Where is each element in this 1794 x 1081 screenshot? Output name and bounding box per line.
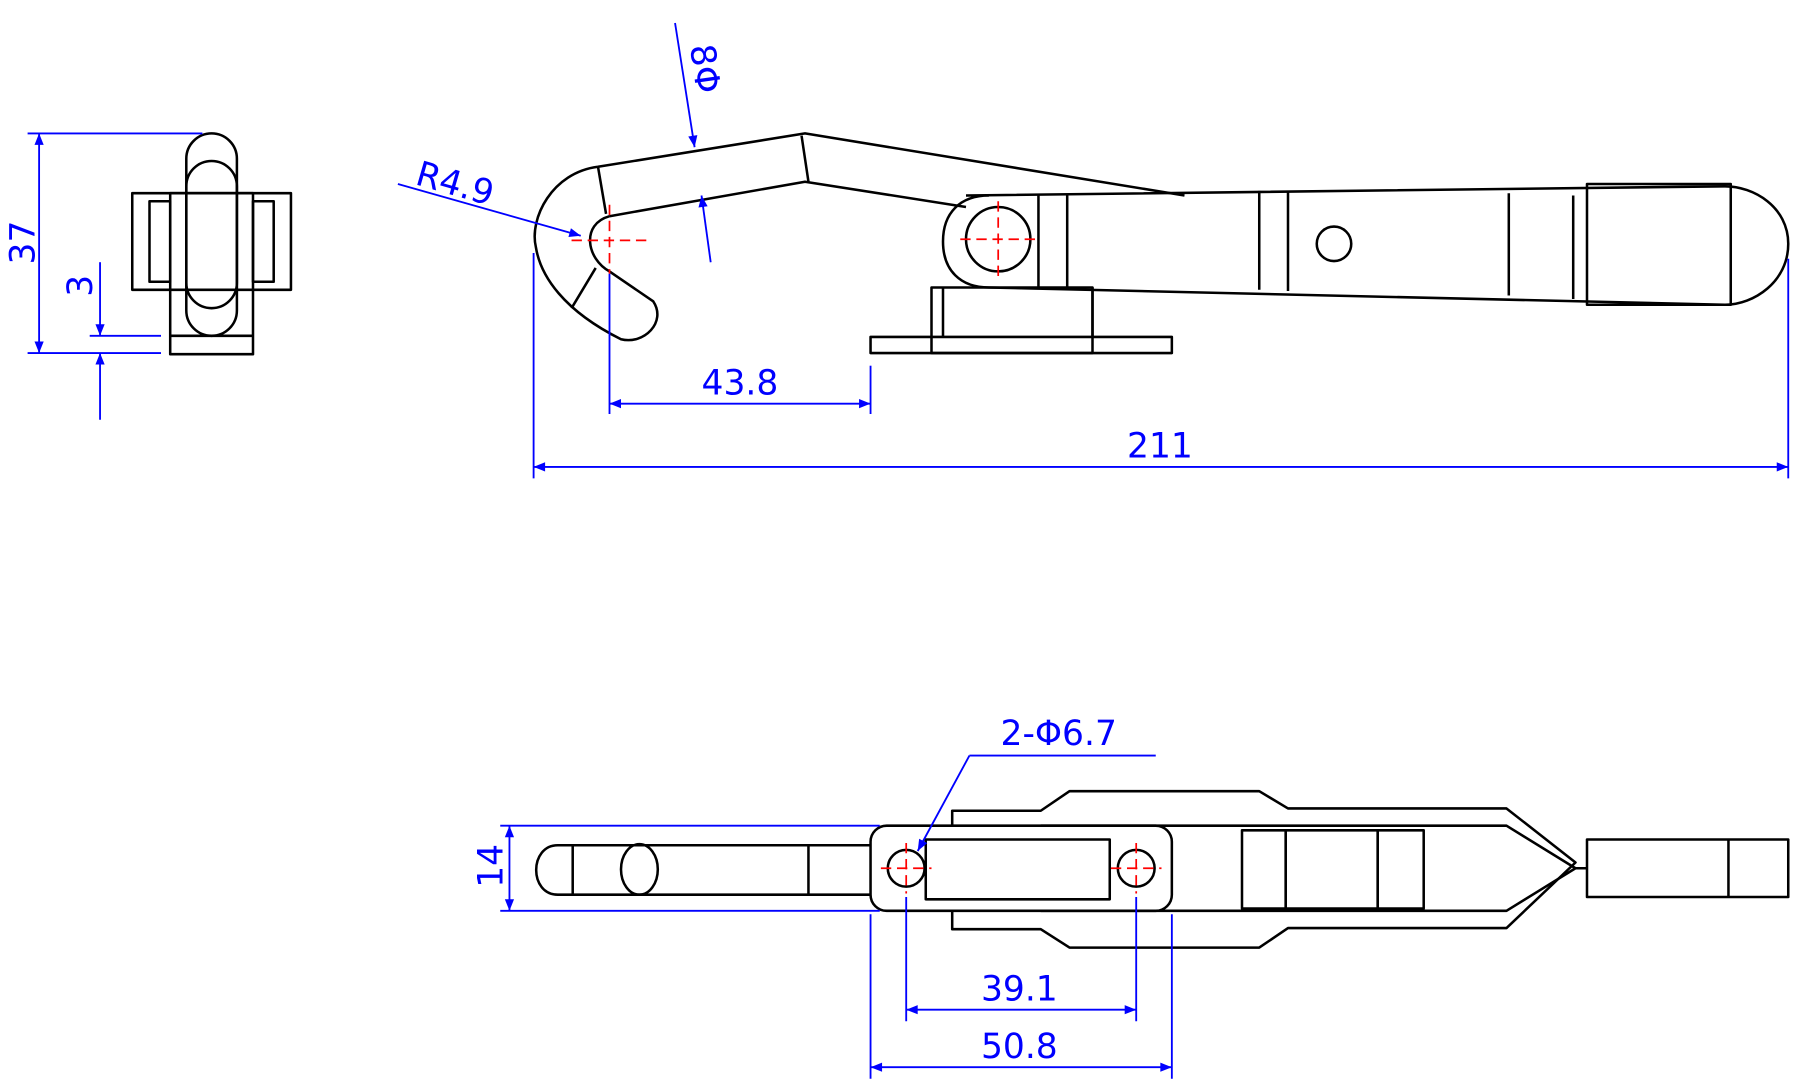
- dim-43-8-label: 43.8: [702, 363, 779, 403]
- dim-diameter-label: 8Φ: [681, 42, 727, 96]
- dimension-hole-spec: 2-Φ6.7: [916, 714, 1156, 852]
- centerlines-top: [880, 842, 1162, 894]
- dim-211-label: 211: [1127, 427, 1193, 467]
- dim-3-label: 3: [61, 275, 101, 297]
- dim-hole-label: 2-Φ6.7: [1001, 714, 1117, 754]
- side-view: [533, 132, 1790, 355]
- dimension-radius: R4.9: [397, 154, 582, 238]
- dim-37-label: 37: [3, 221, 43, 265]
- dim-radius-label: R4.9: [412, 154, 499, 214]
- dimension-diameter-8: 8Φ: [674, 22, 728, 263]
- dim-39-1-label: 39.1: [981, 970, 1058, 1010]
- dimension-thickness-3: 3: [61, 262, 161, 420]
- dim-14-label: 14: [472, 844, 512, 888]
- dimension-39-1: 39.1: [905, 896, 1138, 1022]
- dim-50-8-label: 50.8: [981, 1027, 1058, 1067]
- dimension-50-8: 50.8: [869, 914, 1173, 1079]
- dimension-43-8: 43.8: [608, 273, 872, 414]
- dimension-height-37: 37: [3, 132, 203, 354]
- dimension-14: 14: [472, 824, 880, 912]
- dimension-211: 211: [532, 252, 1790, 479]
- end-view: [130, 132, 293, 356]
- centerlines-side: [571, 201, 1039, 278]
- top-view: [535, 789, 1790, 949]
